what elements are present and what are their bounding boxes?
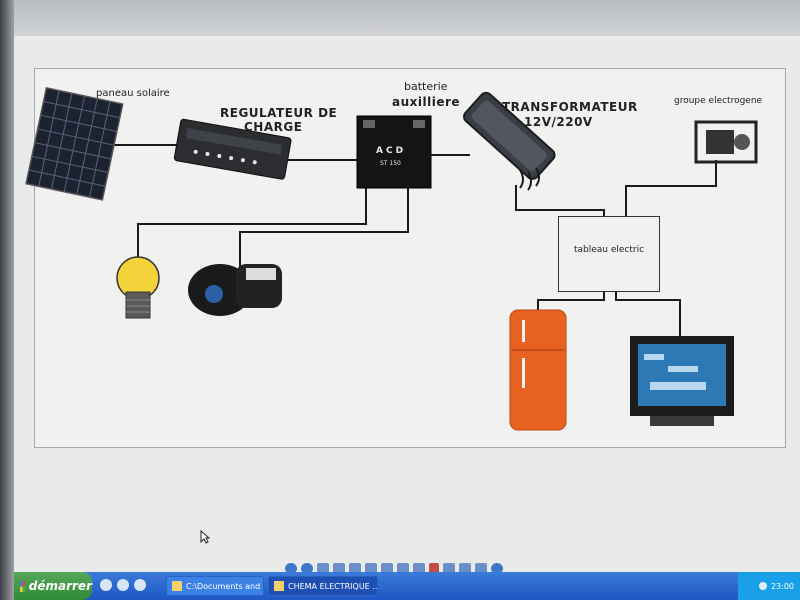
tray-clock: 23:00 <box>770 581 794 591</box>
rotate-right-icon[interactable] <box>413 562 425 574</box>
refrigerator-icon <box>509 309 567 431</box>
monitor-bezel-top <box>0 0 800 40</box>
transformer-icon <box>463 91 556 180</box>
regulator-label-line1: REGULATEUR DE <box>220 106 338 120</box>
folder-icon <box>172 581 182 591</box>
rotate-left-icon[interactable] <box>397 562 409 574</box>
slideshow-icon[interactable] <box>349 562 361 574</box>
image-file-icon <box>274 581 284 591</box>
email-icon[interactable] <box>475 562 487 574</box>
regulator-label-line2: CHARGE <box>244 120 303 134</box>
taskbar-item-viewer[interactable]: CHEMA ELECTRIQUE ... <box>268 576 378 596</box>
system-tray: 23:00 <box>738 572 800 600</box>
electrical-panel-label: tableau electric <box>573 245 645 255</box>
zoom-in-icon[interactable] <box>365 562 377 574</box>
taskbar-item-label: C:\Documents and Se... <box>186 581 263 591</box>
charge-regulator-icon <box>173 118 292 180</box>
wire-battery-bulb <box>137 188 367 262</box>
media-icon[interactable] <box>134 579 146 591</box>
windows-flag-icon <box>20 580 25 592</box>
viewer-toolbar <box>285 560 503 576</box>
mouse-cursor-icon <box>200 530 210 544</box>
taskbar-item-explorer[interactable]: C:\Documents and Se... <box>166 576 264 596</box>
taskbar: démarrer C:\Documents and Se... CHEMA EL… <box>14 572 800 600</box>
electrical-panel-box: tableau electric <box>558 216 660 292</box>
browser-icon[interactable] <box>117 579 129 591</box>
start-button[interactable]: démarrer <box>14 572 92 600</box>
desktop-icon[interactable] <box>100 579 112 591</box>
next-icon[interactable] <box>301 562 313 574</box>
save-icon[interactable] <box>459 562 471 574</box>
light-bulb-icon <box>116 256 160 319</box>
quick-launch <box>100 579 146 591</box>
monitor-bezel-left <box>0 0 14 600</box>
taskbar-item-label: CHEMA ELECTRIQUE ... <box>288 581 378 591</box>
wire-transformer-tableau <box>515 185 605 216</box>
battery-brand: ACD <box>376 146 407 156</box>
generator-label: groupe electrogene <box>674 96 763 106</box>
transformer-label-line2: 12V/220V <box>524 115 593 129</box>
network-icon[interactable] <box>758 582 767 590</box>
start-label: démarrer <box>28 579 92 593</box>
solar-panel-icon <box>25 86 124 201</box>
print-icon[interactable] <box>443 562 455 574</box>
wire-tableau-tv <box>615 290 681 338</box>
television-icon <box>630 336 734 426</box>
zoom-out-icon[interactable] <box>381 562 393 574</box>
battery-label-line2: auxilliere <box>392 95 461 109</box>
delete-icon[interactable] <box>429 562 439 574</box>
wire-generator-tableau <box>625 160 717 216</box>
battery-label-line1: batterie <box>404 80 448 93</box>
transformer-cable-icon <box>519 167 540 191</box>
wire-battery-pump <box>239 188 409 268</box>
help-icon[interactable] <box>491 562 503 574</box>
actual-size-icon[interactable] <box>333 562 345 574</box>
previous-icon[interactable] <box>285 562 297 574</box>
solar-panel-label: paneau solaire <box>96 88 170 99</box>
generator-icon <box>694 120 758 164</box>
fit-icon[interactable] <box>317 562 329 574</box>
wire-tableau-fridge <box>537 290 605 312</box>
transformer-label-line1: TRANSFORMATEUR <box>502 100 638 114</box>
battery-model: ST 150 <box>380 160 401 167</box>
battery-icon <box>356 115 432 189</box>
water-pump-icon <box>188 264 282 316</box>
